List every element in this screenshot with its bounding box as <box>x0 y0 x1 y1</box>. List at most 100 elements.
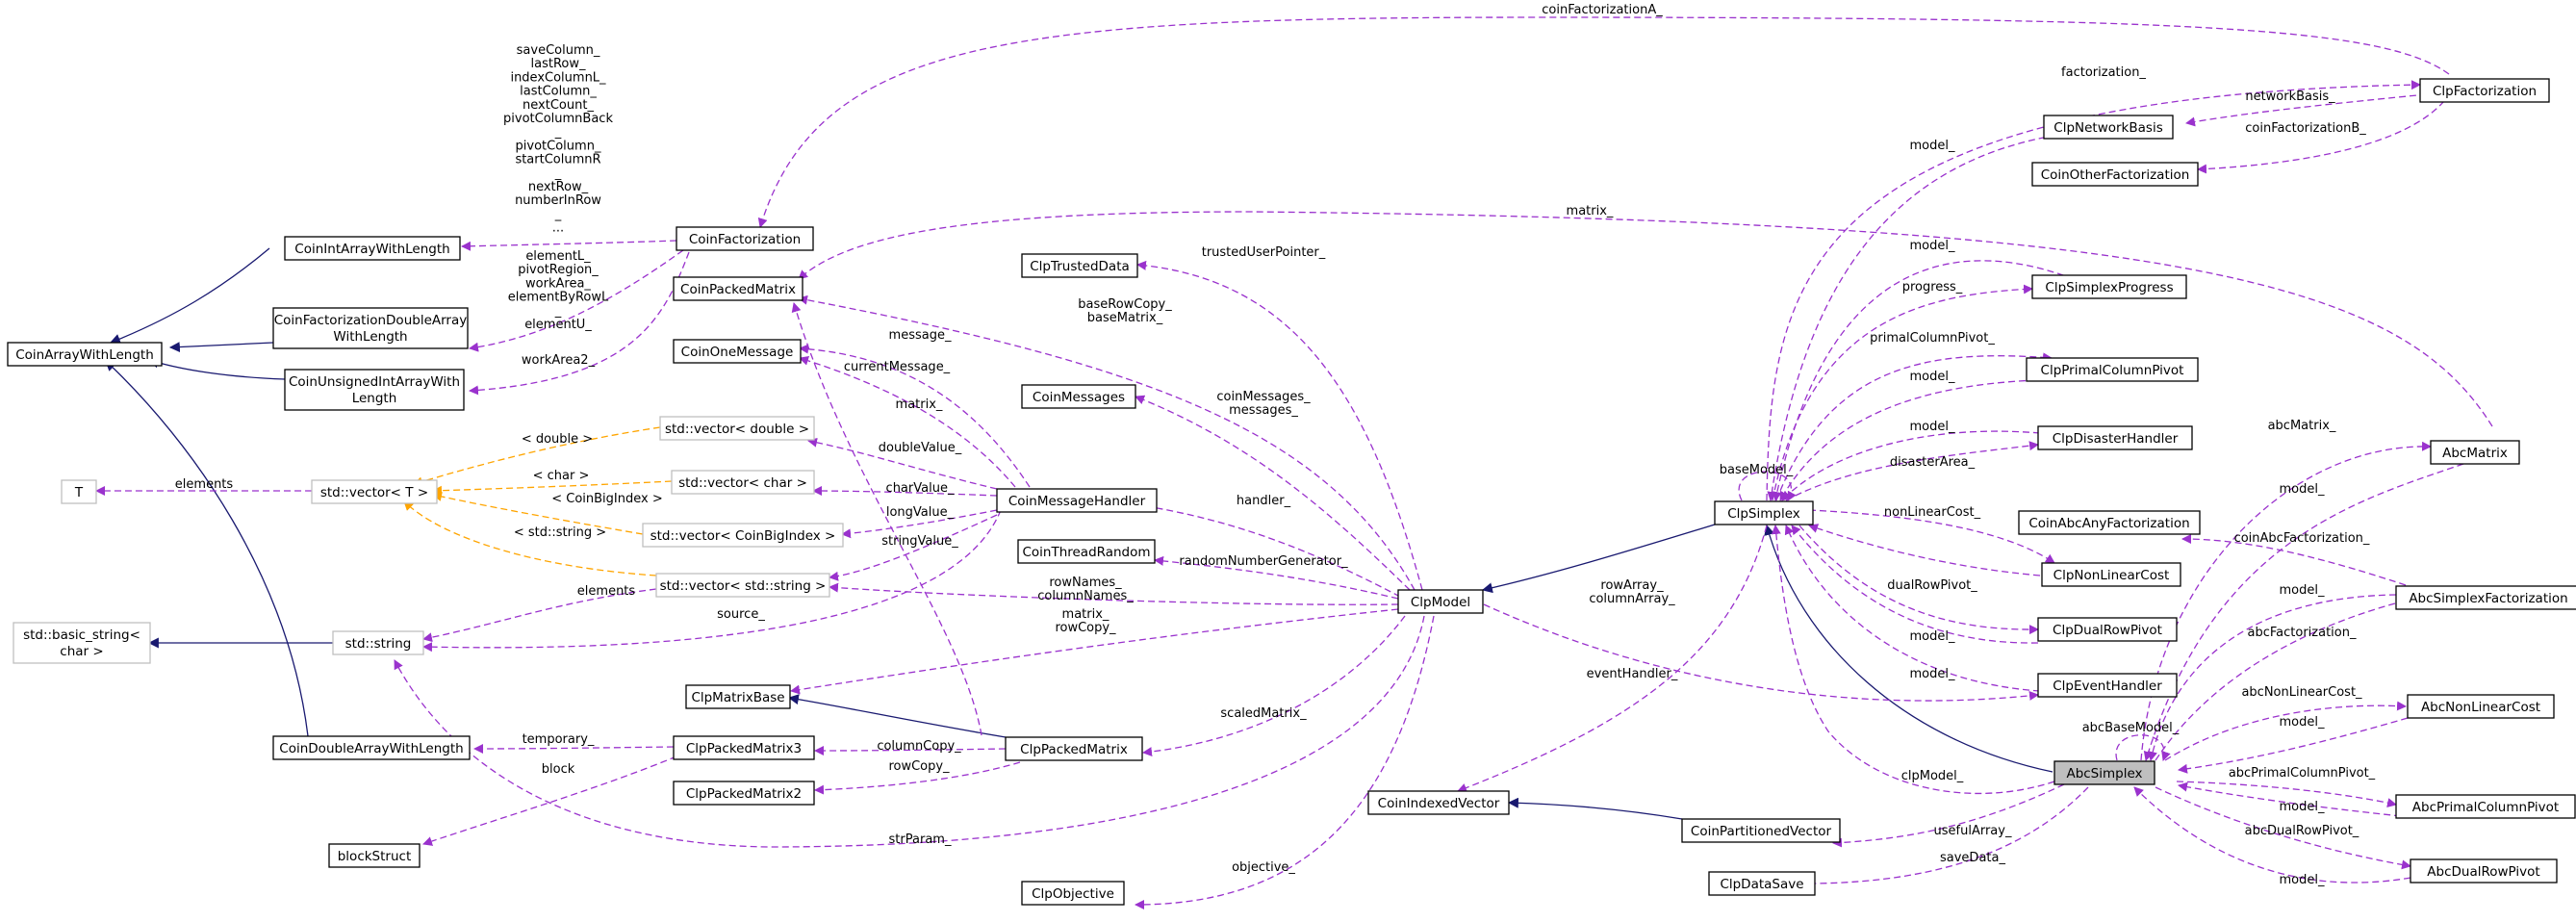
svg-text:CoinOtherFactorization: CoinOtherFactorization <box>2041 167 2190 183</box>
node-clp-packed-matrix[interactable]: ClpPackedMatrix <box>1005 736 1143 761</box>
label-model-network: model_ <box>1910 139 1955 153</box>
node-clp-factorization[interactable]: ClpFactorization <box>2419 78 2550 103</box>
label-fact-members: saveColumn_lastRow_indexColumnL_lastColu… <box>503 43 613 236</box>
label-row-names: rowNames_columnNames_ <box>1037 576 1134 603</box>
node-clp-trusted-data[interactable]: ClpTrustedData <box>1021 253 1138 278</box>
node-abc-dual-row-pivot[interactable]: AbcDualRowPivot <box>2410 858 2558 884</box>
node-clp-non-linear-cost[interactable]: ClpNonLinearCost <box>2041 562 2181 587</box>
node-std-basic-string[interactable]: std::basic_string<char > <box>13 622 151 664</box>
node-clp-dual-row-pivot[interactable]: ClpDualRowPivot <box>2037 617 2178 642</box>
edge-model-progress <box>1772 260 2075 501</box>
svg-text:AbcMatrix: AbcMatrix <box>2442 446 2508 461</box>
node-std-vector-char[interactable]: std::vector< char > <box>671 470 815 495</box>
node-coin-messages[interactable]: CoinMessages <box>1021 384 1136 409</box>
edge-matrix-cmh <box>791 302 982 736</box>
node-abc-simplex-factorization[interactable]: AbcSimplexFactorization <box>2395 585 2576 610</box>
node-coin-partitioned-vector[interactable]: CoinPartitionedVector <box>1681 818 1841 843</box>
node-abc-non-linear-cost[interactable]: AbcNonLinearCost <box>2407 694 2555 719</box>
label-coin-factorization-b: coinFactorizationB_ <box>2245 121 2366 136</box>
node-std-vector-double[interactable]: std::vector< double > <box>659 416 815 441</box>
node-coin-message-handler[interactable]: CoinMessageHandler <box>996 488 1158 513</box>
node-coin-array-with-length[interactable]: CoinArrayWithLength <box>7 342 163 367</box>
edge-base-model <box>1738 471 1797 501</box>
label-abc-primal-column-pivot: abcPrimalColumnPivot_ <box>2229 766 2376 781</box>
node-std-vector-std-string[interactable]: std::vector< std::string > <box>655 573 830 598</box>
node-coin-int-array-with-length[interactable]: CoinIntArrayWithLength <box>284 236 461 261</box>
edge-save-data <box>1789 786 2089 889</box>
label-double-value: doubleValue_ <box>879 441 962 455</box>
edge-inherit-matrix-base <box>787 694 1007 738</box>
node-coin-abc-any-factorization[interactable]: CoinAbcAnyFactorization <box>2018 510 2201 535</box>
label-char-value: charValue_ <box>886 481 955 496</box>
node-coin-one-message[interactable]: CoinOneMessage <box>673 339 802 364</box>
node-clp-packed-matrix2[interactable]: ClpPackedMatrix2 <box>673 781 815 806</box>
node-clp-simplex-progress[interactable]: ClpSimplexProgress <box>2031 274 2187 299</box>
node-clp-data-save[interactable]: ClpDataSave <box>1708 871 1816 896</box>
edge-fact-members <box>461 240 677 251</box>
node-abc-matrix[interactable]: AbcMatrix <box>2430 440 2520 465</box>
svg-text:ClpFactorization: ClpFactorization <box>2433 84 2537 99</box>
node-t[interactable]: T <box>61 479 97 504</box>
node-coin-factorization[interactable]: CoinFactorization <box>676 226 814 251</box>
node-clp-disaster-handler[interactable]: ClpDisasterHandler <box>2037 425 2193 450</box>
node-std-vector-t[interactable]: std::vector< T > <box>311 479 438 504</box>
node-coin-packed-matrix[interactable]: CoinPackedMatrix <box>673 276 803 301</box>
edge-tmpl-string <box>403 500 657 576</box>
edge-current-message <box>799 355 1016 488</box>
node-clp-matrix-base[interactable]: ClpMatrixBase <box>685 684 791 709</box>
label-factorization: factorization_ <box>2061 65 2146 80</box>
svg-text:CoinMessages: CoinMessages <box>1033 390 1125 405</box>
edge-coin-fact-a <box>757 16 2450 228</box>
svg-text:T: T <box>74 485 84 500</box>
label-elements-string: elements <box>577 584 636 599</box>
svg-text:std::vector< CoinBigIndex >: std::vector< CoinBigIndex > <box>650 528 836 544</box>
label-non-linear-cost: nonLinearCost_ <box>1884 505 1981 520</box>
label-matrix-cmh: matrix_ <box>896 397 943 412</box>
node-abc-simplex[interactable]: AbcSimplex <box>2053 760 2155 785</box>
label-model-primal: model_ <box>1910 370 1955 384</box>
node-clp-primal-column-pivot[interactable]: ClpPrimalColumnPivot <box>2026 357 2199 382</box>
edge-disaster-area <box>1785 441 2039 501</box>
label-model-abc-fact: model_ <box>2280 583 2325 598</box>
edge-abc-base-model <box>2115 734 2171 761</box>
node-clp-network-basis[interactable]: ClpNetworkBasis <box>2043 115 2174 140</box>
svg-text:CoinAbcAnyFactorization: CoinAbcAnyFactorization <box>2028 516 2189 531</box>
svg-text:ClpPackedMatrix3: ClpPackedMatrix3 <box>686 741 802 756</box>
edge-inherit-clp-model <box>1481 524 1716 594</box>
edge-network-basis <box>2185 93 2428 127</box>
svg-text:ClpPackedMatrix: ClpPackedMatrix <box>1020 742 1128 757</box>
edge-tmpl-double <box>413 426 661 487</box>
node-std-vector-coin-big-index[interactable]: std::vector< CoinBigIndex > <box>642 523 844 548</box>
edge-random-number-generator <box>1154 555 1399 600</box>
node-clp-event-handler[interactable]: ClpEventHandler <box>2037 673 2178 698</box>
node-block-struct[interactable]: blockStruct <box>328 843 421 868</box>
edge-non-linear-cost <box>1808 509 2055 564</box>
node-coin-double-array-with-length[interactable]: CoinDoubleArrayWithLength <box>272 735 471 760</box>
svg-text:ClpDisasterHandler: ClpDisasterHandler <box>2053 431 2179 447</box>
svg-text:CoinMessageHandler: CoinMessageHandler <box>1008 494 1146 509</box>
node-clp-model[interactable]: ClpModel <box>1397 589 1484 614</box>
svg-text:CoinOneMessage: CoinOneMessage <box>681 345 794 360</box>
node-coin-thread-random[interactable]: CoinThreadRandom <box>1017 539 1156 564</box>
node-coin-indexed-vector[interactable]: CoinIndexedVector <box>1367 790 1510 815</box>
label-matrix-top: matrix_ <box>1567 204 1614 218</box>
svg-text:blockStruct: blockStruct <box>338 849 412 864</box>
node-clp-packed-matrix3[interactable]: ClpPackedMatrix3 <box>673 735 815 760</box>
edge-model-event <box>1784 525 2041 692</box>
edge-char-value <box>812 486 998 497</box>
node-clp-objective[interactable]: ClpObjective <box>1021 881 1125 906</box>
edge-abc-factorization <box>2155 598 2407 761</box>
svg-text:std::string: std::string <box>345 636 412 652</box>
node-coin-other-factorization[interactable]: CoinOtherFactorization <box>2031 162 2199 187</box>
node-abc-primal-column-pivot[interactable]: AbcPrimalColumnPivot <box>2395 794 2576 819</box>
edge-model-abc-matrix <box>2143 463 2464 761</box>
label-model-event: model_ <box>1910 667 1955 681</box>
edge-model-abc-nlc <box>2178 717 2409 774</box>
edge-handler <box>1139 501 1401 598</box>
node-clp-simplex[interactable]: ClpSimplex <box>1714 500 1814 525</box>
node-std-string[interactable]: std::string <box>332 630 424 655</box>
label-model-abc-nlc: model_ <box>2280 715 2325 730</box>
